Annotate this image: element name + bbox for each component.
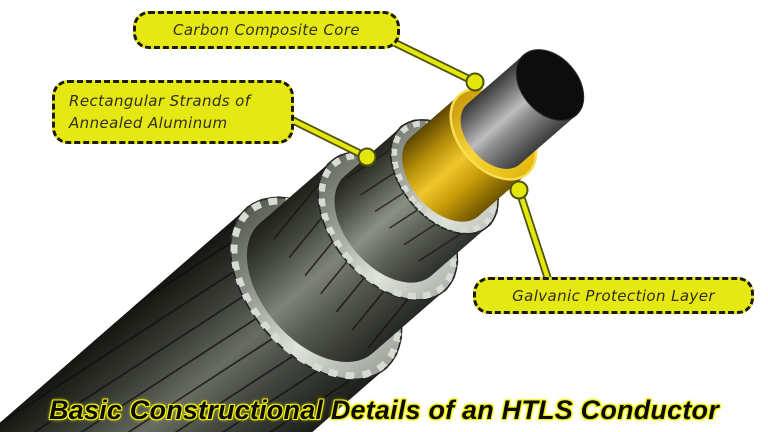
callout-label-galvanic-layer: Galvanic Protection Layer: [473, 277, 754, 314]
callout-dot-aluminum: [357, 147, 377, 167]
carbon-composite-core: [460, 49, 585, 169]
callout-dot-core: [465, 72, 485, 92]
callout-label-carbon-core: Carbon Composite Core: [133, 11, 400, 49]
diagram-title: Basic Constructional Details of an HTLS …: [49, 395, 719, 425]
htls-conductor-cable: [0, 49, 585, 432]
callout-line-aluminum: [286, 115, 377, 167]
callout-label-aluminum-strands: Rectangular Strands of Annealed Aluminum: [52, 80, 294, 144]
callout-leaders: [286, 37, 553, 286]
callout-label-galvanic-text: Galvanic Protection Layer: [512, 286, 715, 305]
callout-dot-galvanic: [509, 180, 529, 200]
callout-line-core: [387, 37, 485, 92]
callout-label-aluminum-line1: Rectangular Strands of: [69, 91, 251, 110]
callout-line-galvanic: [509, 180, 553, 286]
core-top-face: [515, 49, 585, 121]
callout-label-carbon-core-text: Carbon Composite Core: [172, 21, 361, 39]
callout-label-aluminum-line2: Annealed Aluminum: [69, 114, 228, 132]
